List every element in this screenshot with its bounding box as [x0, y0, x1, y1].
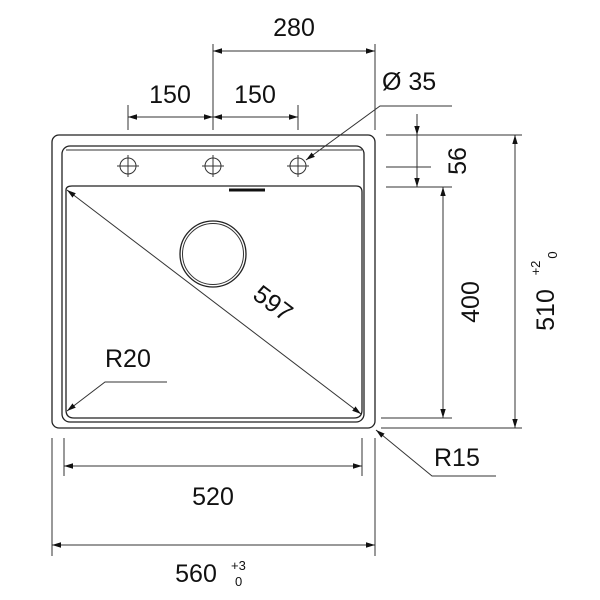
- dim-label-56: 56: [444, 147, 472, 175]
- dim-label-597: 597: [248, 280, 298, 327]
- sink-outer-outline: [51, 134, 376, 429]
- dim-label-400: 400: [457, 281, 485, 323]
- tap-hole-right: [287, 155, 309, 177]
- dim-label-r20: R20: [105, 345, 151, 373]
- leader-r20: [66, 381, 167, 412]
- dim-line-597: [66, 189, 362, 415]
- leader-hole-diameter: [305, 105, 452, 161]
- dim-label-520: 520: [192, 483, 234, 511]
- dim-tol-510-minus: 0: [545, 251, 560, 258]
- tap-hole-left: [117, 155, 139, 177]
- dim-label-r15: R15: [434, 444, 480, 472]
- drain-circle-inner: [182, 223, 244, 285]
- dim-label-150-right: 150: [234, 81, 276, 109]
- dim-label-560: 560: [175, 560, 217, 588]
- dim-label-510: 510: [532, 289, 560, 331]
- bowl-outline: [65, 185, 363, 419]
- dim-label-hole-diameter: Ø 35: [382, 68, 436, 96]
- leader-r15: [375, 429, 496, 477]
- drain-circle: [179, 220, 247, 288]
- dim-tol-510-plus: +2: [528, 261, 543, 276]
- sink-rim-inner: [61, 145, 365, 423]
- tap-hole-center: [202, 155, 224, 177]
- dim-tol-560-minus: 0: [235, 574, 242, 589]
- dim-label-280: 280: [273, 14, 315, 42]
- dim-tol-560-plus: +3: [231, 558, 246, 573]
- dim-label-150-left: 150: [149, 81, 191, 109]
